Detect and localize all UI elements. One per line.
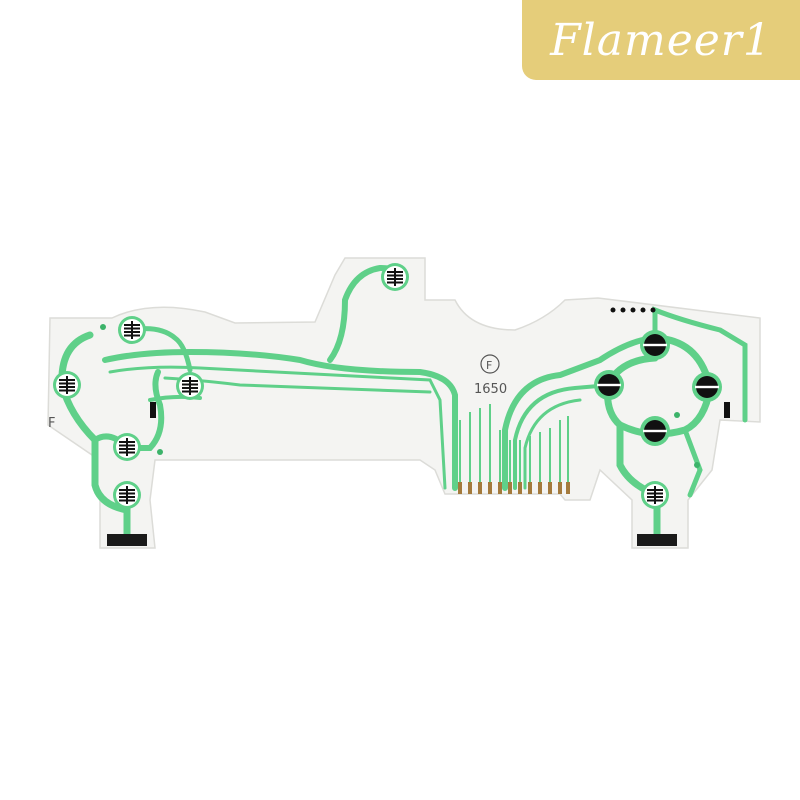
logo-mark: F	[486, 359, 492, 372]
left-small-contact	[150, 402, 156, 418]
part-code: 1650	[474, 382, 507, 397]
connector-pins	[458, 482, 570, 494]
brand-watermark: Flameer1	[522, 0, 800, 80]
right-connector-tab	[637, 534, 677, 546]
left-connector-tab	[107, 534, 147, 546]
connector-traces	[459, 404, 569, 490]
vias	[100, 324, 700, 468]
right-small-contact	[724, 402, 730, 418]
indicator-dots	[610, 307, 656, 313]
side-mark: F	[48, 416, 55, 431]
watermark-text: Flameer1	[550, 14, 772, 66]
circuit-traces	[58, 264, 748, 544]
logo-circle	[480, 354, 500, 374]
